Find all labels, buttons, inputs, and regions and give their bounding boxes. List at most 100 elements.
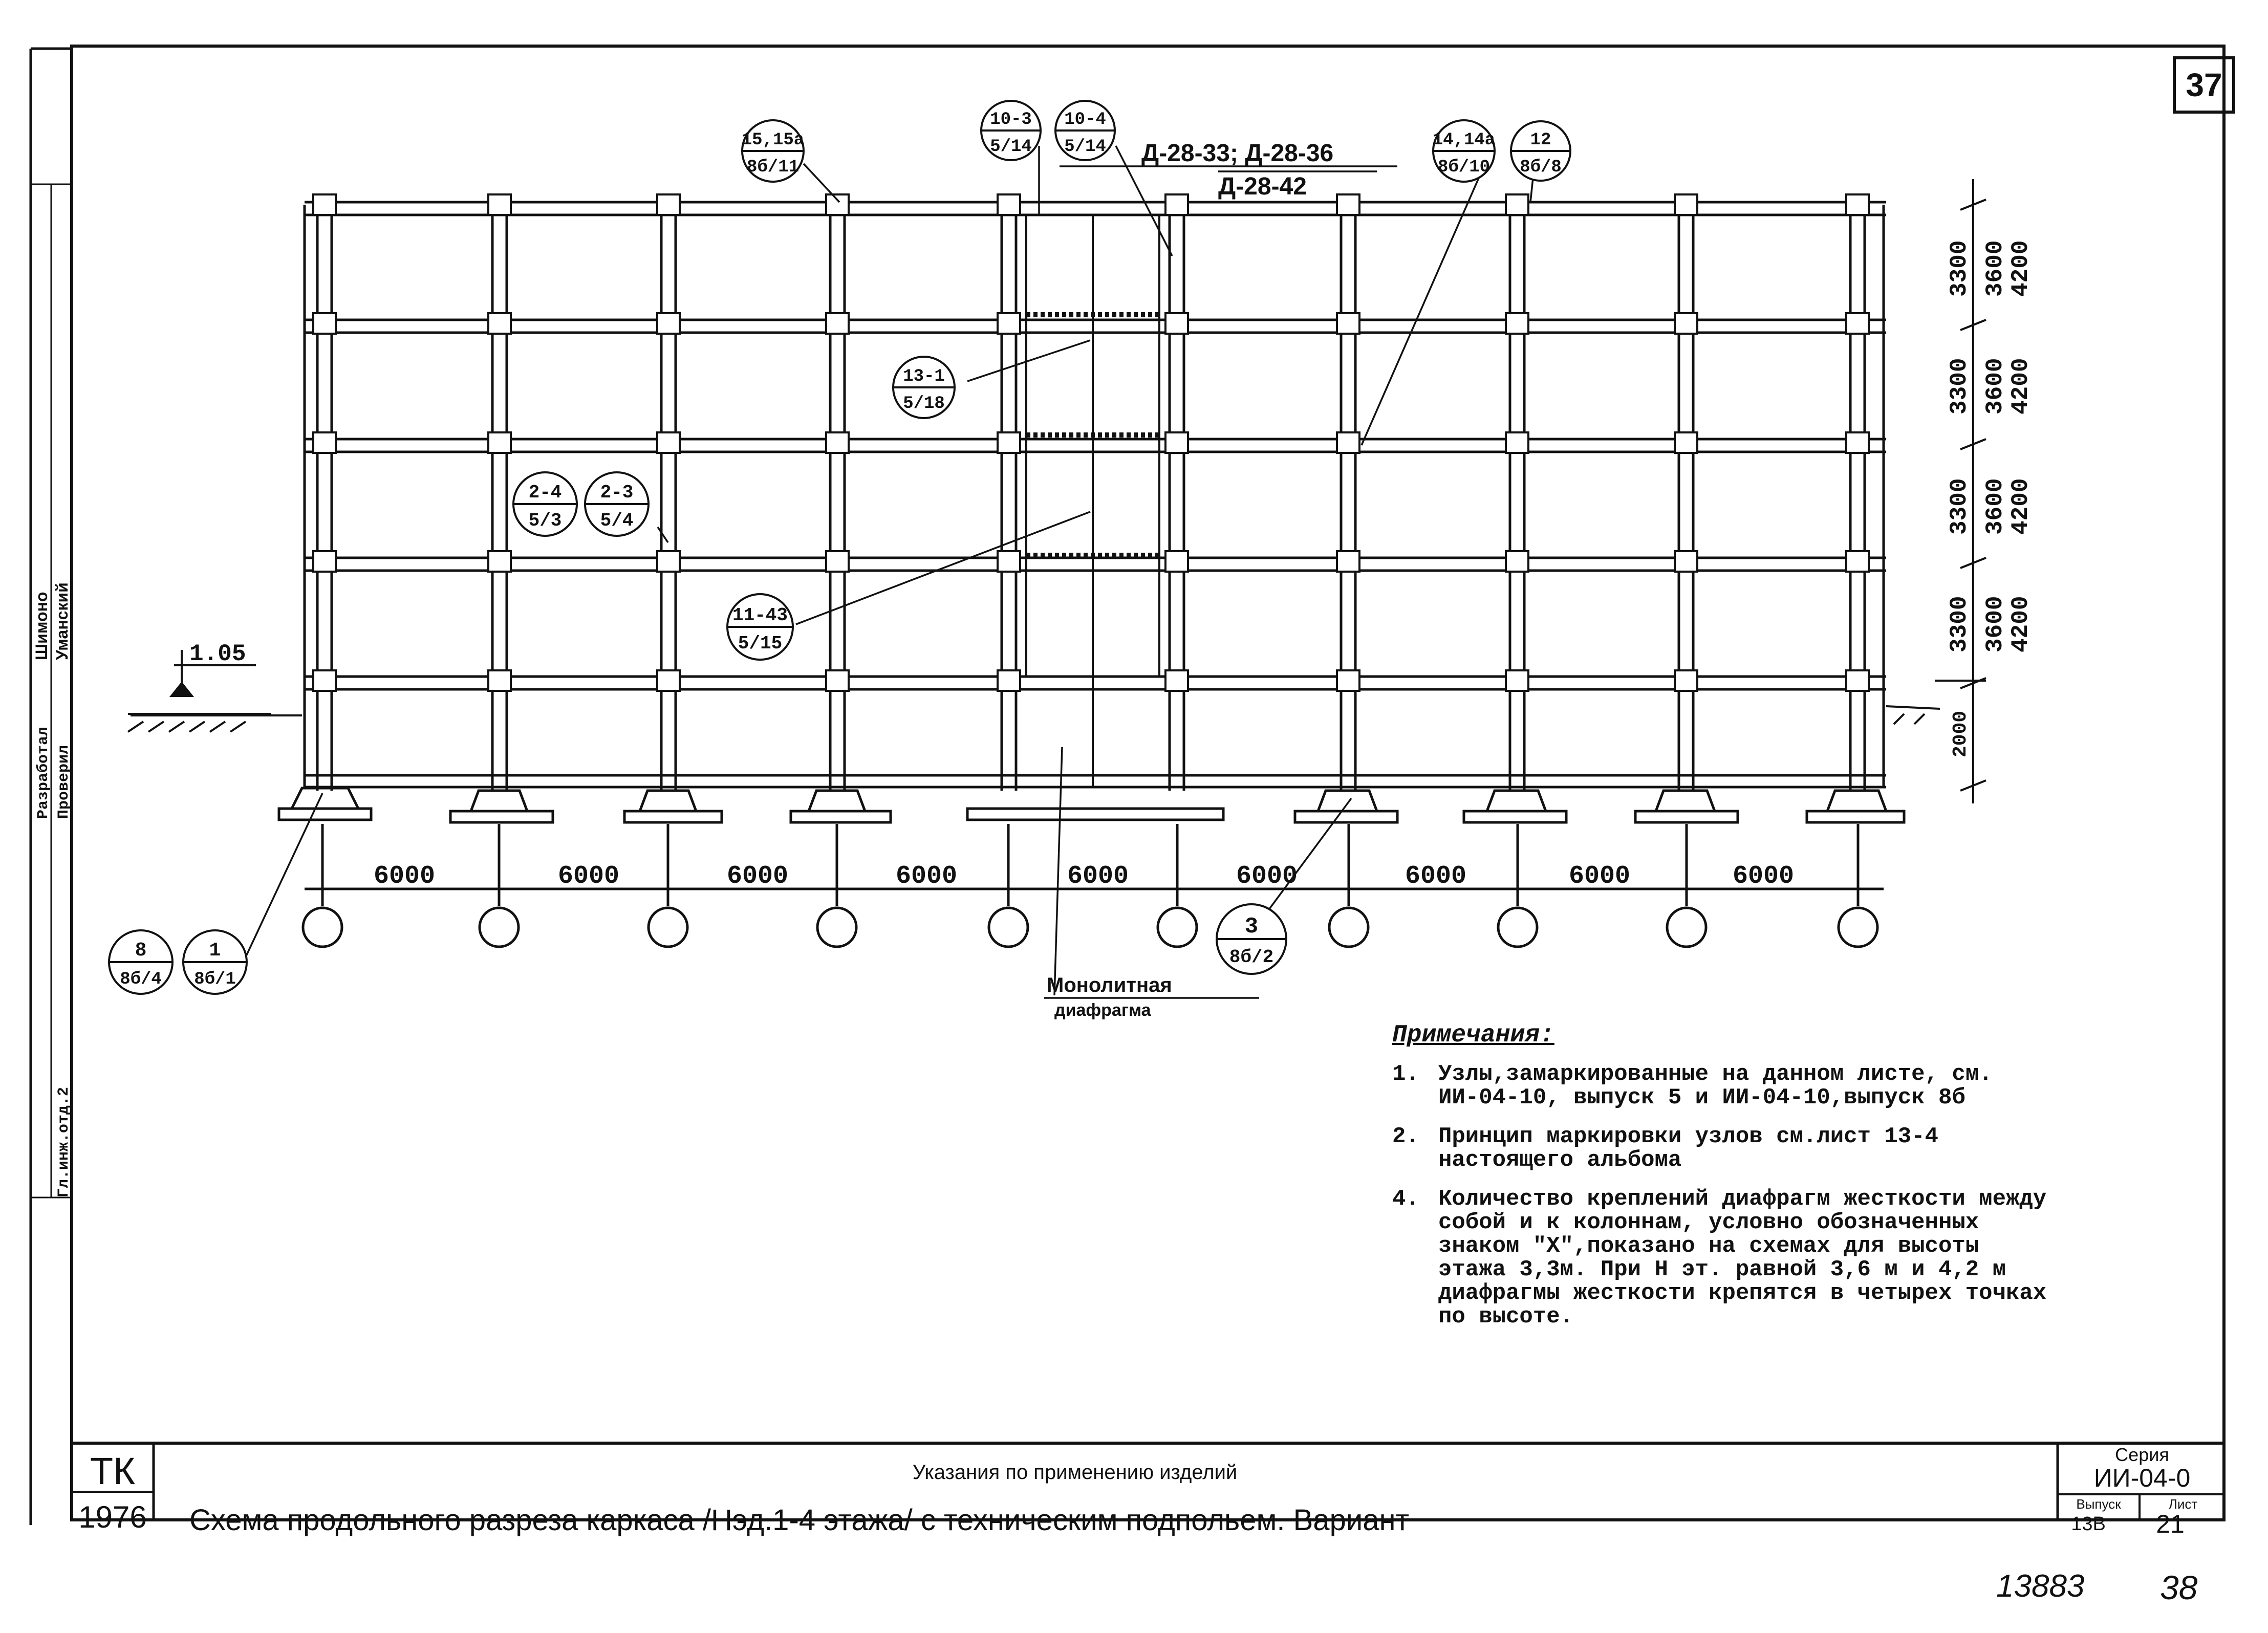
columns: [303, 200, 1885, 791]
floor-height-label: 3600: [1982, 241, 2008, 297]
monolithic-diaphragm: [1025, 215, 1160, 788]
side-stamp-role2: Проверил: [55, 745, 73, 819]
callout-bottom: 8б/1: [194, 970, 236, 989]
org-code: ТК: [90, 1450, 135, 1492]
floor-height-label: 3300: [1946, 596, 1973, 652]
issue-value: 13В: [2071, 1513, 2106, 1535]
span-label: 6000: [1236, 862, 1298, 891]
node-callout: 12 8б/8: [1510, 120, 1571, 182]
floor-height-label: 3600: [1982, 478, 2008, 535]
side-stamp-dept: Гл.инж.отд.2: [55, 1087, 73, 1197]
handwritten-number-left: 13883: [1996, 1569, 2084, 1604]
drawing-title: Схема продольного разреза каркаса /Нэд.1…: [189, 1504, 1409, 1537]
span-label: 6000: [1067, 862, 1129, 891]
sheet-number: 37: [2173, 56, 2235, 114]
span-label: 6000: [896, 862, 957, 891]
diaphragm-marks-line1: Д-28-33; Д-28-36: [1141, 140, 1333, 167]
node-callout: 8 8б/4: [108, 929, 174, 995]
diaphragm-marks: Д-28-33; Д-28-36 Д-28-42: [1141, 140, 1333, 200]
node-callout: 11-43 5/15: [726, 593, 794, 661]
floor-height-label: 4200: [2007, 358, 2034, 415]
side-stamp-role1: Разработал: [35, 727, 52, 819]
callout-top: 11-43: [732, 605, 788, 626]
callout-bottom: 8б/11: [747, 158, 799, 177]
height-dimension-line: [1935, 179, 1986, 803]
node-callout: 10-3 5/14: [980, 100, 1042, 161]
callout-top: 2-4: [529, 482, 562, 503]
basement-height-label: 2000: [1950, 711, 1972, 757]
node-callout: 2-4 5/3: [512, 471, 578, 537]
node-callout: 13-1 5/18: [892, 356, 956, 419]
floor-height-dimensions: 3300 3600 4200 3300 3600 4200 3300 3600 …: [1946, 241, 2034, 757]
side-stamp-name2: Уманский: [53, 582, 71, 660]
callout-bottom: 8б/4: [120, 970, 162, 989]
callout-bottom: 5/4: [600, 510, 634, 531]
callout-top: 10-4: [1064, 110, 1106, 129]
callout-top: 13-1: [903, 367, 945, 386]
floor-height-label: 4200: [2007, 241, 2034, 297]
handwritten-number-right: 38: [2160, 1569, 2198, 1606]
callout-bottom: 8б/8: [1520, 158, 1562, 177]
span-label: 6000: [374, 862, 435, 891]
note-text: Принцип маркировки узлов см.лист 13-4 на…: [1438, 1124, 1938, 1173]
floor-height-label: 3300: [1946, 358, 1973, 415]
sheet-value: 21: [2156, 1510, 2185, 1538]
note-text: Узлы,замаркированные на данном листе, см…: [1438, 1061, 1993, 1111]
node-callout: 3 8б/2: [1216, 903, 1287, 975]
span-dimensions: 6000 6000 6000 6000 6000 6000 6000 6000 …: [374, 862, 1794, 891]
span-label: 6000: [1405, 862, 1466, 891]
callout-top: 1: [209, 940, 221, 962]
notes-heading: Примечания:: [1392, 1021, 1554, 1049]
callout-bottom: 8б/2: [1229, 947, 1273, 968]
note-text: Количество креплений диафрагм жесткости …: [1438, 1186, 2047, 1330]
title-heading: Указания по применению изделий: [913, 1461, 1238, 1484]
floor-height-label: 3600: [1982, 596, 2008, 652]
callout-top: 2-3: [600, 482, 634, 503]
ground-line: [127, 650, 1940, 733]
callout-bottom: 5/18: [903, 394, 945, 413]
sheet-label: Лист: [2169, 1496, 2198, 1512]
floor-height-label: 3600: [1982, 358, 2008, 415]
floor-height-label: 3300: [1946, 478, 1973, 535]
side-stamp: Разработал Проверил Шимоно Уманский Гл.и…: [30, 183, 73, 1199]
note-number: 1.: [1392, 1061, 1419, 1087]
node-callout: 2-3 5/4: [584, 471, 650, 537]
node-callout: 15,15а 8б/11: [741, 119, 805, 183]
span-label: 6000: [727, 862, 788, 891]
leader-lines: [245, 145, 1537, 999]
diaphragm-marks-line2: Д-28-42: [1218, 173, 1307, 200]
span-label: 6000: [1733, 862, 1794, 891]
callout-bottom: 5/15: [738, 633, 782, 654]
callout-top: 14,14а: [1433, 130, 1495, 150]
monolith-label-1: Монолитная: [1047, 974, 1172, 996]
callout-top: 8: [135, 940, 147, 962]
floor-height-label: 3300: [1946, 241, 1973, 297]
node-callout: 1 8б/1: [182, 929, 248, 995]
note-item: 2. Принцип маркировки узлов см.лист 13-4…: [1392, 1125, 2058, 1172]
note-item: 4. Количество креплений диафрагм жесткос…: [1392, 1187, 2058, 1329]
floor-height-label: 4200: [2007, 478, 2034, 535]
foundations: [277, 787, 1906, 824]
span-label: 6000: [1569, 862, 1630, 891]
note-number: 4.: [1392, 1186, 1419, 1212]
callout-top: 15,15а: [742, 130, 804, 150]
title-block: ТК 1976 Указания по применению изделий С…: [72, 1442, 2224, 1538]
notes-block: Примечания: 1. Узлы,замаркированные на д…: [1392, 1021, 2058, 1344]
callout-bottom: 5/3: [529, 510, 562, 531]
node-callout: 14,14а 8б/10: [1432, 119, 1496, 183]
node-callout: 10-4 5/14: [1054, 100, 1116, 161]
ground-level-mark: 1.05: [189, 641, 246, 667]
series-label: Серия: [2115, 1444, 2169, 1465]
callout-top: 3: [1245, 914, 1258, 940]
note-item: 1. Узлы,замаркированные на данном листе,…: [1392, 1062, 2058, 1109]
node-callouts: 15,15а 8б/11 10-3 5/14 10-4 5/14 14,14а …: [108, 100, 1571, 995]
year: 1976: [78, 1500, 146, 1534]
building-frame: [127, 145, 1986, 999]
axis-grid: [301, 824, 1884, 948]
callout-bottom: 5/14: [990, 137, 1032, 157]
monolith-label-2: диафрагма: [1054, 1000, 1152, 1020]
callout-top: 10-3: [990, 110, 1032, 129]
series-value: ИИ-04-0: [2094, 1464, 2191, 1492]
column-joints: [312, 193, 1870, 692]
